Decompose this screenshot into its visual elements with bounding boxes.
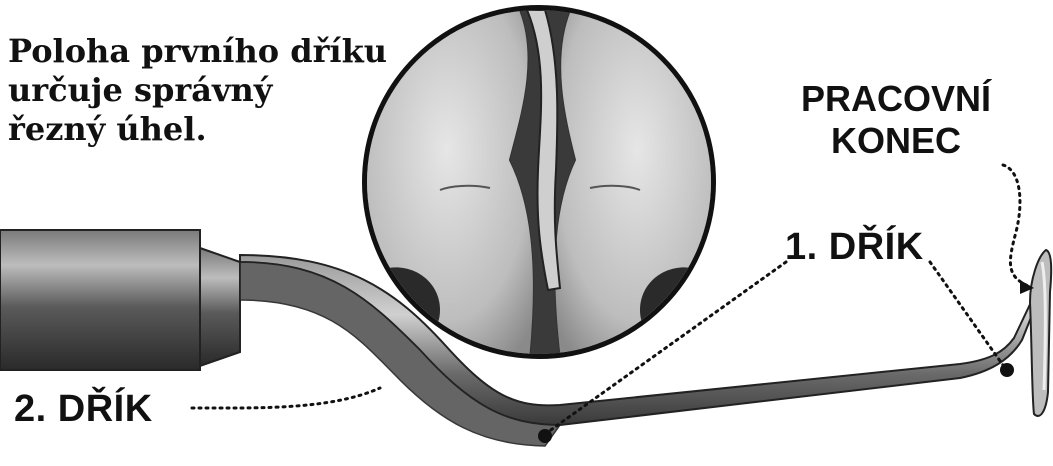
instrument-handle	[0, 230, 240, 370]
label-second-shank: 2. DŘÍK	[14, 388, 153, 431]
working-end-blade	[1030, 250, 1051, 416]
leader-working-end	[1003, 165, 1028, 286]
label-working-end-line-1: PRACOVNÍ	[776, 78, 1016, 120]
label-working-end-line-2: KONEC	[776, 120, 1016, 162]
caption: Poloha prvního dříku určuje správný řezn…	[8, 32, 388, 149]
caption-line-1: Poloha prvního dříku	[8, 32, 388, 71]
magnified-tooth-view	[360, 0, 720, 360]
label-working-end: PRACOVNÍ KONEC	[776, 78, 1016, 162]
label-first-shank: 1. DŘÍK	[785, 226, 924, 269]
leader-shank1-right	[930, 262, 1005, 368]
leader-shank2	[192, 388, 380, 408]
marker-first-shank-end	[1000, 363, 1014, 377]
caption-line-2: určuje správný	[8, 71, 388, 110]
marker-first-shank-start	[538, 429, 552, 443]
caption-line-3: řezný úhel.	[8, 110, 388, 149]
